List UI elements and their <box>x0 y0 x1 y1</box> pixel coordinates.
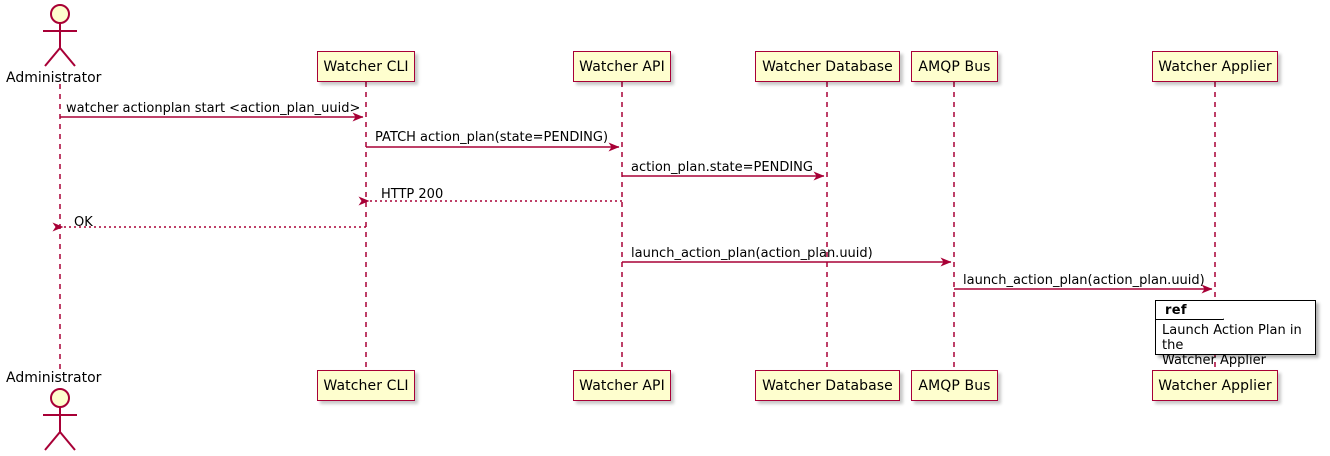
actor-label-administrator-bottom: Administrator <box>6 370 102 386</box>
ref-fragment-text: Launch Action Plan in the Watcher Applie… <box>1162 323 1320 368</box>
message-label-action-plan-state-pending: action_plan.state=PENDING <box>631 160 813 175</box>
participant-box-watcher-cli-bottom[interactable]: Watcher CLI <box>317 370 415 401</box>
actor-label-administrator-top: Administrator <box>6 70 102 86</box>
participant-box-watcher-database-top[interactable]: Watcher Database <box>755 51 900 82</box>
actor-administrator-top <box>43 4 77 67</box>
message-label-watcher-actionplan-start: watcher actionplan start <action_plan_uu… <box>66 101 361 116</box>
participant-box-watcher-api-top[interactable]: Watcher API <box>573 51 671 82</box>
participant-box-watcher-database-bottom[interactable]: Watcher Database <box>755 370 900 401</box>
ref-fragment[interactable]: ref Launch Action Plan in the Watcher Ap… <box>1155 300 1316 368</box>
participant-box-watcher-applier-top[interactable]: Watcher Applier <box>1152 51 1278 82</box>
message-label-launch-action-plan-applier: launch_action_plan(action_plan.uuid) <box>963 273 1205 288</box>
ref-fragment-text-line-1: Launch Action Plan in the <box>1162 323 1302 353</box>
participant-box-watcher-cli-top[interactable]: Watcher CLI <box>317 51 415 82</box>
ref-fragment-text-line-2: Watcher Applier <box>1162 353 1266 368</box>
participant-box-watcher-applier-bottom[interactable]: Watcher Applier <box>1152 370 1278 401</box>
participant-box-amqp-bus-bottom[interactable]: AMQP Bus <box>911 370 998 401</box>
message-label-ok: OK <box>74 215 93 230</box>
message-label-http-200: HTTP 200 <box>381 187 444 202</box>
ref-fragment-keyword: ref <box>1156 301 1224 320</box>
participant-box-amqp-bus-top[interactable]: AMQP Bus <box>911 51 998 82</box>
message-label-launch-action-plan-amqp: launch_action_plan(action_plan.uuid) <box>631 246 873 261</box>
actor-administrator-bottom <box>43 388 77 451</box>
participant-box-watcher-api-bottom[interactable]: Watcher API <box>573 370 671 401</box>
message-label-patch-action-plan: PATCH action_plan(state=PENDING) <box>375 130 609 145</box>
